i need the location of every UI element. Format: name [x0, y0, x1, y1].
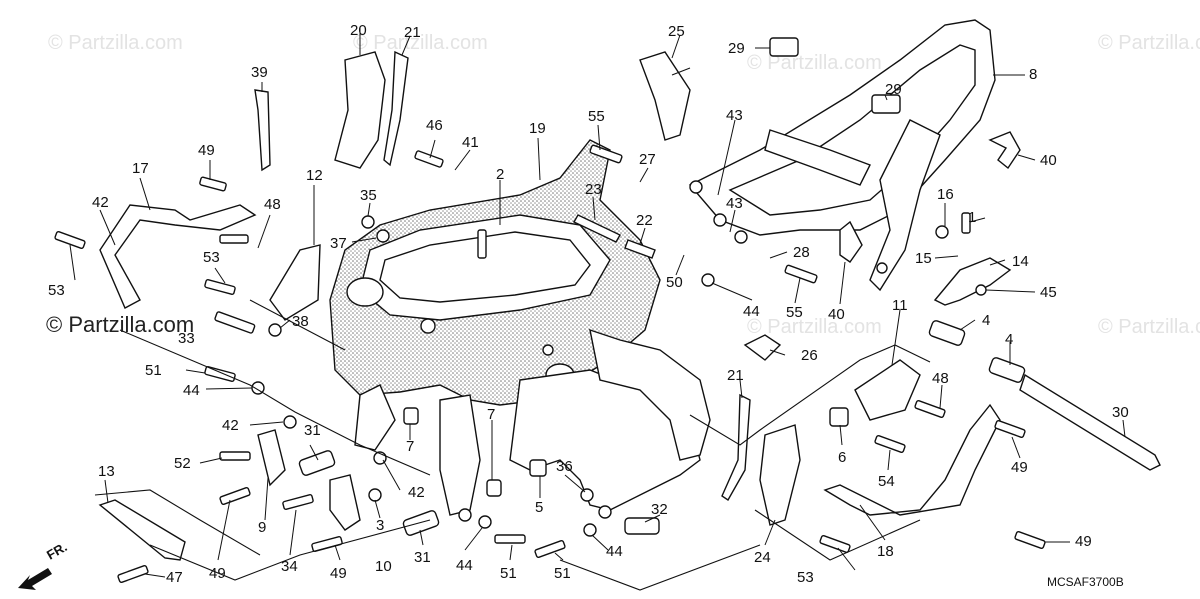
callout-11: 11: [892, 297, 908, 314]
callout-31-upper: 31: [304, 422, 321, 439]
callout-47: 47: [166, 569, 183, 586]
main-frame: [329, 139, 711, 522]
callout-40-right: 40: [1040, 152, 1057, 169]
callout-53-bottom: 53: [797, 569, 814, 586]
callout-43-lower: 43: [726, 195, 743, 212]
callout-2: 2: [496, 166, 504, 183]
callout-22: 22: [636, 212, 653, 229]
watermark-top-right: © Partzilla.com: [747, 52, 882, 74]
callout-49-bottom: 49: [330, 565, 347, 582]
callout-38: 38: [292, 313, 309, 330]
watermark-middle-right: © Partzilla.com: [747, 316, 882, 338]
callout-49-bottom-left: 49: [209, 565, 226, 582]
callout-44-left: 44: [183, 382, 200, 399]
callout-4-lower: 4: [1005, 331, 1013, 348]
callout-54: 54: [878, 473, 895, 490]
callout-49-right: 49: [1011, 459, 1028, 476]
callout-42-top: 42: [92, 194, 109, 211]
watermarks: © Partzilla.com © Partzilla.com © Partzi…: [48, 32, 1200, 347]
callout-29-left: 29: [728, 40, 745, 57]
callout-30: 30: [1112, 404, 1129, 421]
callout-50: 50: [666, 274, 683, 291]
leader-lines: [69, 28, 1126, 591]
callout-40-center: 40: [828, 306, 845, 323]
rear-subframe: [688, 19, 996, 292]
callout-5: 5: [535, 499, 543, 516]
callout-1: 1: [968, 209, 976, 226]
callout-26: 26: [801, 347, 818, 364]
callout-31-lower: 31: [414, 549, 431, 566]
callout-7-left: 7: [406, 438, 414, 455]
callout-51-center: 51: [500, 565, 517, 582]
callout-8: 8: [1029, 66, 1037, 83]
callout-36: 36: [556, 458, 573, 475]
callout-29-right: 29: [885, 81, 902, 98]
callout-52: 52: [174, 455, 191, 472]
callout-34: 34: [281, 558, 298, 575]
callout-9: 9: [258, 519, 266, 536]
callout-42-low: 42: [408, 484, 425, 501]
callout-42-mid: 42: [222, 417, 239, 434]
watermark-top-center: © Partzilla.com: [353, 32, 488, 54]
callout-18: 18: [877, 543, 894, 560]
callout-25: 25: [668, 23, 685, 40]
watermark-top-left: © Partzilla.com: [48, 32, 183, 54]
callout-45: 45: [1040, 284, 1057, 301]
callout-48-left: 48: [264, 196, 281, 213]
callout-10: 10: [375, 558, 392, 575]
callout-46: 46: [426, 117, 443, 134]
callout-16: 16: [937, 186, 954, 203]
callout-49-top: 49: [198, 142, 215, 159]
callout-12: 12: [306, 167, 323, 184]
callout-37: 37: [330, 235, 347, 252]
callout-23: 23: [585, 181, 602, 198]
callout-19: 19: [529, 120, 546, 137]
callout-3: 3: [376, 517, 384, 534]
callout-15: 15: [915, 250, 932, 267]
callout-53-mid: 53: [203, 249, 220, 266]
partzilla-watermark: © Partzilla.com: [46, 312, 194, 337]
callout-44-center: 44: [456, 557, 473, 574]
callout-17: 17: [132, 160, 149, 177]
front-direction-arrow-icon: FR.: [18, 539, 70, 590]
callout-51-right: 51: [554, 565, 571, 582]
callout-28: 28: [793, 244, 810, 261]
callout-41: 41: [462, 134, 479, 151]
callout-32: 32: [651, 501, 668, 518]
drawing-code: MCSAF3700B: [1047, 575, 1124, 589]
callout-48-right: 48: [932, 370, 949, 387]
callout-27: 27: [639, 151, 656, 168]
callout-55-left: 55: [588, 108, 605, 125]
callout-4-upper: 4: [982, 312, 990, 329]
callout-21-top: 21: [404, 24, 421, 41]
callout-33: 33: [178, 330, 195, 347]
callout-55-right: 55: [786, 304, 803, 321]
callout-39: 39: [251, 64, 268, 81]
front-marker-label: FR.: [44, 539, 70, 562]
callout-44-upper: 44: [743, 303, 760, 320]
watermark-far-right: © Partzilla.com: [1098, 32, 1200, 54]
watermark-right: © Partzilla.com: [1098, 316, 1200, 338]
callouts: 1 2 3 4 4 5 6 7 7 8 9 10 11 12 13 14 15 …: [48, 22, 1129, 586]
callout-21-right: 21: [727, 367, 744, 384]
callout-13: 13: [98, 463, 115, 480]
callout-24: 24: [754, 549, 771, 566]
callout-53-left: 53: [48, 282, 65, 299]
callout-49-far-right: 49: [1075, 533, 1092, 550]
callout-44-right: 44: [606, 543, 623, 560]
callout-20: 20: [350, 22, 367, 39]
callout-7-center: 7: [487, 406, 495, 423]
callout-6: 6: [838, 449, 846, 466]
callout-51-left: 51: [145, 362, 162, 379]
callout-35: 35: [360, 187, 377, 204]
callout-43-upper: 43: [726, 107, 743, 124]
callout-14: 14: [1012, 253, 1029, 270]
